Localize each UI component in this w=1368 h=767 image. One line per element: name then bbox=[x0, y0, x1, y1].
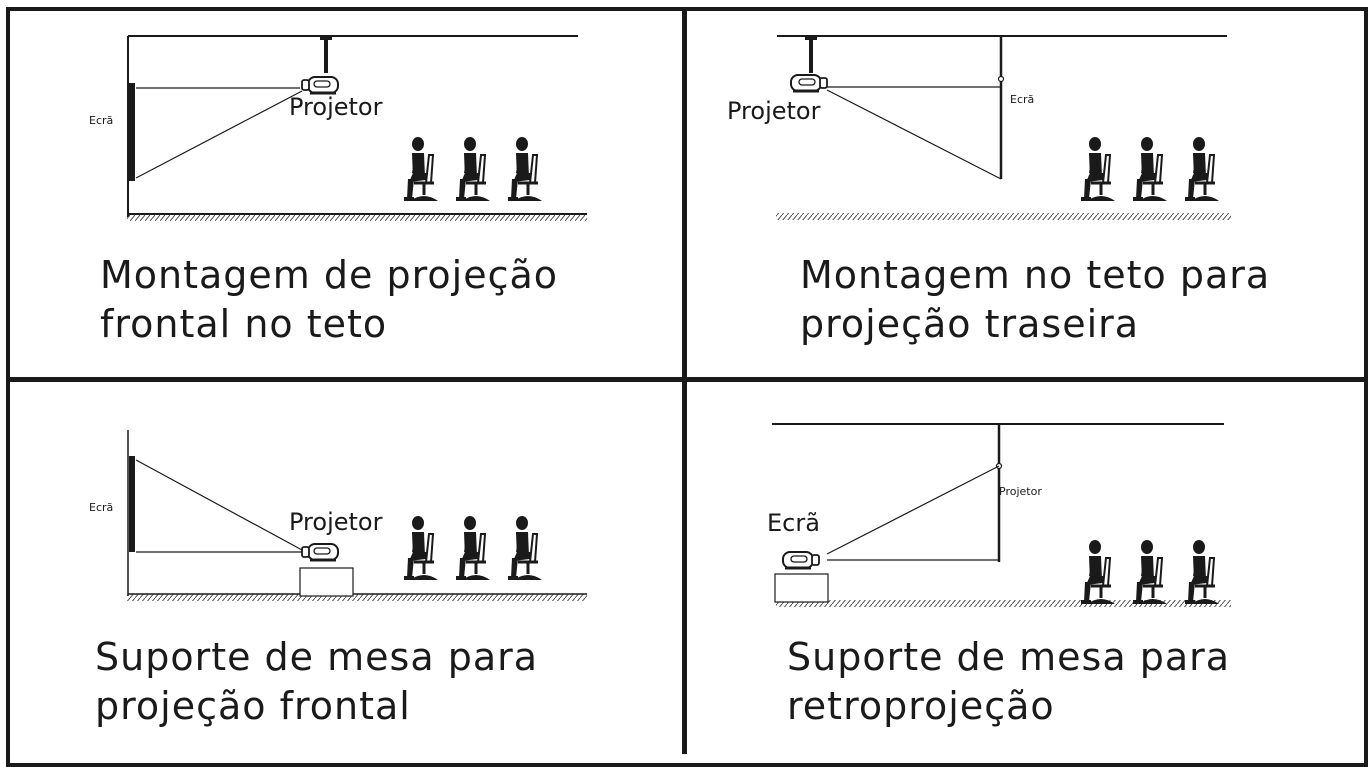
label-projector: Projetor bbox=[289, 508, 383, 536]
beam-bottom bbox=[135, 90, 303, 179]
mount-plate bbox=[320, 35, 332, 40]
screen bbox=[129, 456, 135, 552]
diagram-table-rear bbox=[772, 423, 1231, 607]
viewer bbox=[454, 135, 492, 203]
floor-hatch bbox=[776, 600, 1231, 607]
panel-table-front: Ecrã Projetor Suporte de mesa para proje… bbox=[10, 382, 682, 754]
panel-caption: Montagem no teto para projeção traseira bbox=[800, 251, 1270, 349]
label-projector: Projetor bbox=[727, 97, 821, 125]
label-projector: Projetor bbox=[289, 93, 383, 121]
floor-hatch bbox=[127, 594, 587, 601]
viewer bbox=[506, 135, 544, 203]
diagram-ceiling-front bbox=[127, 35, 587, 221]
caption-line: frontal no teto bbox=[100, 302, 388, 346]
projector bbox=[300, 542, 340, 562]
caption-line: Montagem no teto para bbox=[800, 253, 1271, 297]
viewer bbox=[506, 514, 544, 582]
screen bbox=[129, 83, 135, 181]
caption-line: retroprojeção bbox=[787, 684, 1055, 728]
projector bbox=[789, 73, 829, 93]
horizontal-divider bbox=[6, 377, 1368, 382]
viewer bbox=[1079, 135, 1117, 203]
panel-caption: Suporte de mesa para retroprojeção bbox=[787, 633, 1230, 731]
label-projector: Projetor bbox=[999, 485, 1042, 498]
beam-bottom bbox=[826, 89, 1002, 180]
caption-line: Montagem de projeção bbox=[100, 253, 559, 297]
table bbox=[774, 573, 829, 603]
label-screen: Ecrã bbox=[89, 501, 114, 514]
caption-line: Suporte de mesa para bbox=[787, 635, 1231, 679]
label-screen: Ecrã bbox=[89, 114, 114, 127]
viewer bbox=[1183, 538, 1221, 606]
projector bbox=[300, 75, 340, 95]
viewer bbox=[402, 135, 440, 203]
caption-line: projeção traseira bbox=[800, 302, 1140, 346]
panel-caption: Suporte de mesa para projeção frontal bbox=[95, 633, 538, 731]
mount-plate bbox=[805, 35, 817, 40]
panel-table-rear: Projetor Ecrã Suporte de mesa para retro… bbox=[687, 382, 1364, 754]
diagram-ceiling-rear bbox=[776, 35, 1231, 220]
panel-caption: Montagem de projeção frontal no teto bbox=[100, 251, 558, 349]
label-screen: Ecrã bbox=[767, 509, 820, 537]
beam-top bbox=[135, 459, 303, 551]
viewer bbox=[454, 514, 492, 582]
diagram-table-front bbox=[127, 430, 587, 601]
beam-top bbox=[826, 465, 1000, 555]
projector bbox=[781, 550, 821, 570]
viewer bbox=[1131, 538, 1169, 606]
floor-hatch bbox=[776, 213, 1231, 220]
label-screen: Ecrã bbox=[1010, 93, 1035, 106]
caption-line: projeção frontal bbox=[95, 684, 411, 728]
viewer bbox=[1183, 135, 1221, 203]
viewer bbox=[1131, 135, 1169, 203]
screen-hinge bbox=[997, 75, 1005, 83]
caption-line: Suporte de mesa para bbox=[95, 635, 539, 679]
viewer bbox=[402, 514, 440, 582]
table bbox=[299, 567, 354, 597]
panel-ceiling-front: Ecrã Projetor Montagem de projeção front… bbox=[10, 11, 682, 377]
floor-hatch bbox=[127, 214, 587, 221]
panel-ceiling-rear: Ecrã Projetor Montagem no teto para proj… bbox=[687, 11, 1364, 377]
viewer bbox=[1079, 538, 1117, 606]
